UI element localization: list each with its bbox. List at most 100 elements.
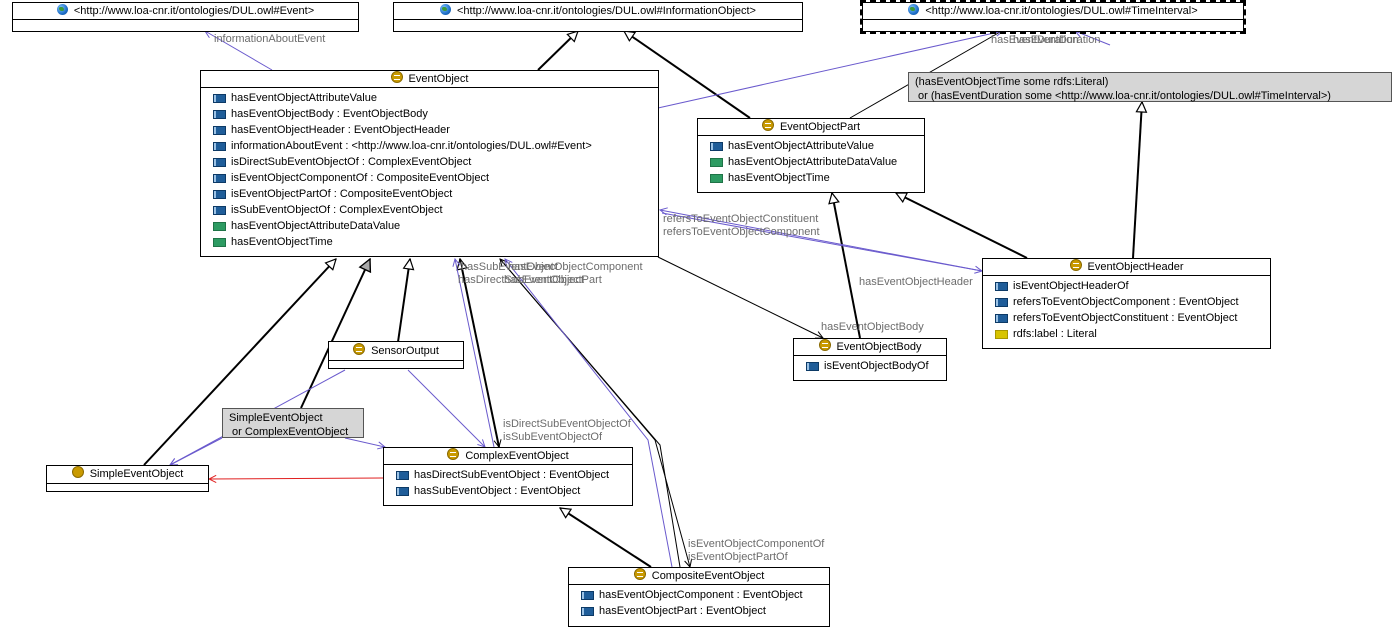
property-label: isEventObjectPartOf : CompositeEventObje… [231,188,453,200]
class-icon [633,568,646,580]
data-property-icon [213,221,226,231]
property-edge [459,258,499,447]
property-label: hasEventObjectAttributeValue [728,140,874,152]
subclass-edge [537,31,578,71]
subclass-edge [624,30,751,119]
property-edge [499,258,690,567]
class-title: <http://www.loa-cnr.it/ontologies/DUL.ow… [457,5,756,17]
property-row[interactable]: refersToEventObjectConstituent : EventOb… [995,310,1270,326]
property-label: refersToEventObjectComponent : EventObje… [1013,296,1239,308]
subclass-edge [832,193,861,339]
edge-label: hasEventObjectHeader [859,276,973,288]
property-label: isDirectSubEventObjectOf : ComplexEventO… [231,156,472,168]
property-row[interactable]: hasEventObjectAttributeDataValue [213,218,658,234]
edge-label: hasEventDuration [991,34,1079,46]
globe-icon [440,4,451,15]
edge-label: isDirectSubEventObjectOf [503,418,631,430]
object-property-icon [995,281,1008,291]
class-icon [71,466,84,478]
property-list: hasEventObjectAttributeValue hasEventObje… [698,136,924,186]
relation-edge [407,369,485,447]
property-row[interactable]: hasDirectSubEventObject : EventObject [396,467,632,483]
object-property-icon [806,361,819,371]
subclass-edge [896,192,1028,259]
edge-label: refersToEventObjectComponent [663,226,820,238]
property-row[interactable]: rdfs:label : Literal [995,326,1270,342]
relation-edge [505,259,673,568]
property-row[interactable]: isSubEventObjectOf : ComplexEventObject [213,202,658,218]
object-property-icon [213,93,226,103]
annotation-property-icon [995,329,1008,339]
subclass-edge [300,259,370,409]
object-property-icon [581,590,594,600]
edge-label: refersToEventObjectConstituent [663,213,819,225]
data-property-icon [710,173,723,183]
object-property-icon [213,173,226,183]
property-row[interactable]: hasSubEventObject : EventObject [396,483,632,499]
relation-edge [205,31,273,71]
class-icon [761,119,774,131]
property-row[interactable]: hasEventObjectTime [213,234,658,250]
globe-icon [56,4,68,15]
class-complex-event-object[interactable]: ComplexEventObject hasDirectSubEventObje… [383,447,633,506]
class-icon [818,339,831,351]
class-simple-event-object[interactable]: SimpleEventObject [46,465,209,492]
property-row[interactable]: refersToEventObjectComponent : EventObje… [995,294,1270,310]
data-property-icon [213,237,226,247]
property-row[interactable]: isEventObjectHeaderOf [995,278,1270,294]
property-list: hasEventObjectAttributeValue hasEventObje… [201,88,658,250]
edge-label: informationAboutEvent [214,33,326,45]
anonymous-class-time-restriction[interactable]: (hasEventObjectTime some rdfs:Literal) o… [908,72,1392,102]
property-row[interactable]: hasEventObjectAttributeValue [213,90,658,106]
property-label: hasEventObjectHeader : EventObjectHeader [231,124,450,136]
property-label: isEventObjectComponentOf : CompositeEven… [231,172,490,184]
property-row[interactable]: hasEventObjectTime [710,170,924,186]
edge-label: hasSubEventObject [461,261,559,273]
subclass-edge [397,259,410,343]
class-composite-event-object[interactable]: CompositeEventObject hasEventObjectCompo… [568,567,830,627]
property-row[interactable]: isEventObjectComponentOf : CompositeEven… [213,170,658,186]
property-row[interactable]: isDirectSubEventObjectOf : ComplexEventO… [213,154,658,170]
property-label: rdfs:label : Literal [1013,328,1097,340]
external-class-time-interval[interactable]: <http://www.loa-cnr.it/ontologies/DUL.ow… [862,2,1244,32]
class-event-object-part[interactable]: EventObjectPart hasEventObjectAttributeV… [697,118,925,193]
property-row[interactable]: hasEventObjectAttributeValue [710,138,924,154]
property-label: hasEventObjectTime [231,236,333,248]
relation-edge [455,259,495,448]
edge-label: hasDirectSubEventObject [458,274,584,286]
property-row[interactable]: hasEventObjectAttributeDataValue [710,154,924,170]
object-property-icon [213,109,226,119]
property-row[interactable]: hasEventObjectComponent : EventObject [581,587,829,603]
edge-label: hasEventObjectBody [821,321,924,333]
property-row[interactable]: hasEventObjectPart : EventObject [581,603,829,619]
relation-edge [657,31,1003,109]
class-sensor-output[interactable]: SensorOutput [328,341,464,369]
class-icon [1069,259,1082,271]
property-label: hasEventObjectComponent : EventObject [599,589,803,601]
property-row[interactable]: isEventObjectBodyOf [806,358,946,374]
property-row[interactable]: hasEventObjectHeader : EventObjectHeader [213,122,658,138]
relation-edge [170,437,223,465]
property-label: hasEventObjectBody : EventObjectBody [231,108,428,120]
property-row[interactable]: hasEventObjectBody : EventObjectBody [213,106,658,122]
object-property-icon [396,486,409,496]
anonymous-class-union[interactable]: SimpleEventObject or ComplexEventObject [222,408,364,438]
external-class-information-object[interactable]: <http://www.loa-cnr.it/ontologies/DUL.ow… [393,2,803,32]
property-row[interactable]: isEventObjectPartOf : CompositeEventObje… [213,186,658,202]
class-title: EventObjectBody [836,341,922,353]
property-row[interactable]: informationAboutEvent : <http://www.loa-… [213,138,658,154]
class-event-object[interactable]: EventObject hasEventObjectAttributeValue… [200,70,659,257]
object-property-icon [213,205,226,215]
edge-label: isEventObjectComponentOf [688,538,825,550]
globe-icon [908,4,920,15]
class-title: EventObject [408,73,469,85]
property-label: hasEventObjectAttributeValue [231,92,377,104]
edge-label: isEventObjectPartOf [688,551,788,563]
class-event-object-body[interactable]: EventObjectBody isEventObjectBodyOf [793,338,947,381]
object-property-icon [995,313,1008,323]
external-class-event[interactable]: <http://www.loa-cnr.it/ontologies/DUL.ow… [12,2,359,32]
class-icon [447,448,460,460]
